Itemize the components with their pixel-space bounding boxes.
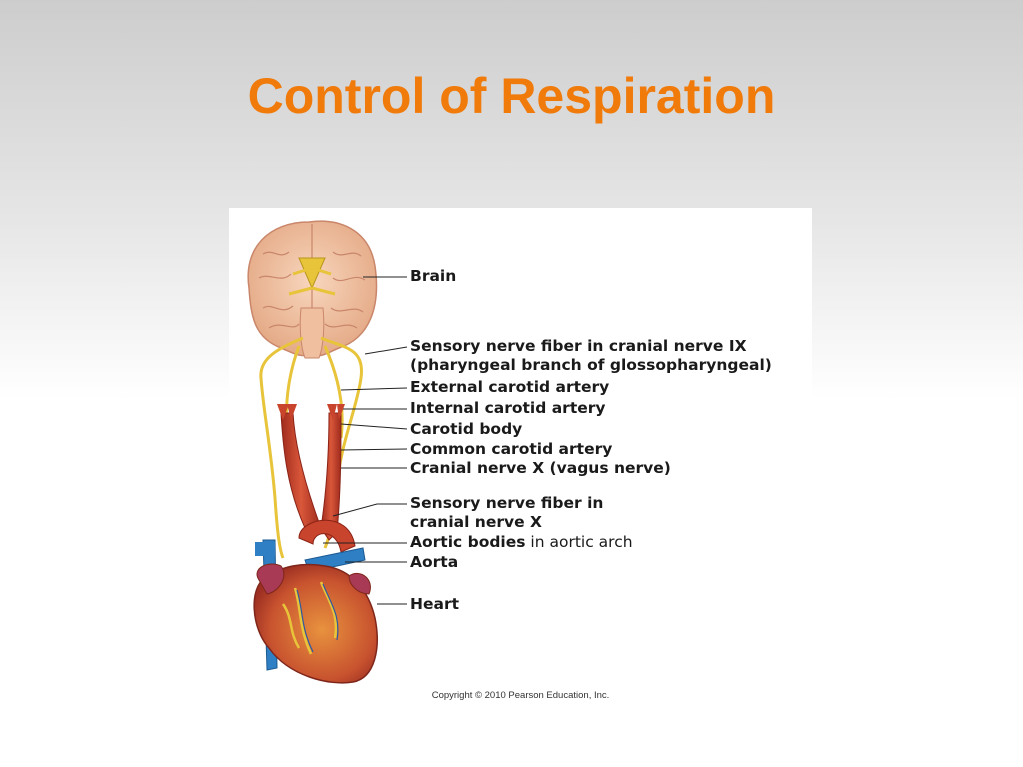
anatomy-illustration xyxy=(247,220,408,684)
label-aorta: Aorta xyxy=(410,553,459,571)
label-sensory-x-line2: cranial nerve X xyxy=(410,513,542,531)
anatomy-figure: Brain Sensory nerve fiber in cranial ner… xyxy=(229,208,812,713)
heart-drawing xyxy=(253,563,378,684)
brain-drawing xyxy=(247,220,378,359)
label-sensory-ix-line1: Sensory nerve fiber in cranial nerve IX xyxy=(410,337,747,355)
label-heart: Heart xyxy=(410,595,459,613)
label-internal-carotid: Internal carotid artery xyxy=(410,399,606,417)
label-external-carotid: External carotid artery xyxy=(410,378,610,396)
label-aortic-bodies: Aortic bodies in aortic arch xyxy=(410,533,633,552)
label-brain: Brain xyxy=(410,267,457,285)
label-aortic-bodies-rest: in aortic arch xyxy=(525,533,633,551)
label-aortic-bodies-bold: Aortic bodies xyxy=(410,533,526,551)
label-common-carotid: Common carotid artery xyxy=(410,440,613,458)
label-vagus: Cranial nerve X (vagus nerve) xyxy=(410,459,671,477)
label-sensory-ix-line2: (pharyngeal branch of glossopharyngeal) xyxy=(410,356,772,374)
label-sensory-x-line1: Sensory nerve fiber in xyxy=(410,494,604,512)
carotid-arteries xyxy=(277,404,356,553)
slide-title: Control of Respiration xyxy=(247,68,776,124)
copyright-notice: Copyright © 2010 Pearson Education, Inc. xyxy=(431,690,610,701)
label-carotid-body: Carotid body xyxy=(410,420,523,438)
leader-lines xyxy=(323,276,408,605)
